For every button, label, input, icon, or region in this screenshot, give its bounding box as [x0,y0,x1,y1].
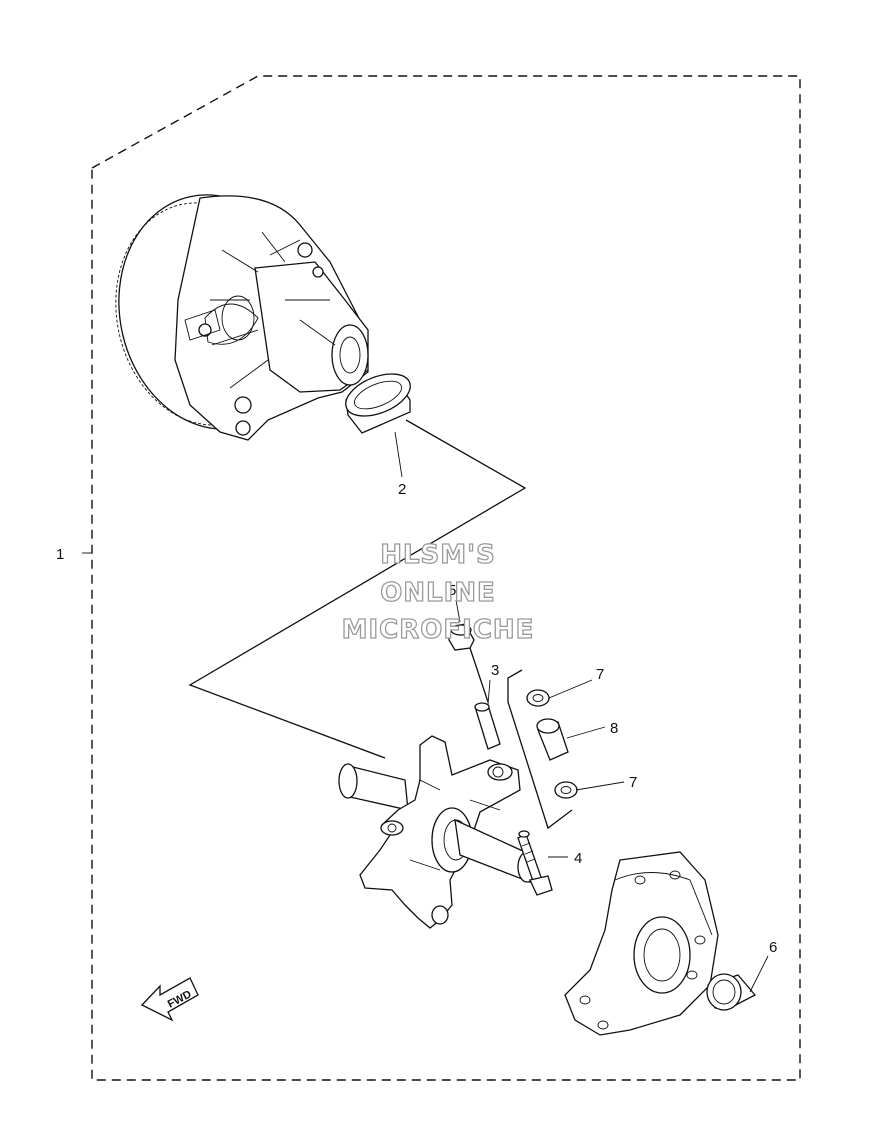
pin-part-3 [474,702,501,750]
washer-part-7-upper [526,689,550,707]
callout-3: 3 [491,662,499,679]
fwd-arrow-icon: FWD [140,977,199,1022]
callout-8: 8 [610,720,618,737]
callout-4: 4 [574,850,582,867]
bushing-part-6 [706,973,757,1011]
callout-7-upper: 7 [596,666,604,683]
callout-7-lower: 7 [629,774,637,791]
watermark: HLSM'S ONLINE MICROFICHE [341,539,535,645]
callout-2: 2 [398,481,406,498]
washer-part-7-lower [554,781,578,799]
alignment-lines [188,419,573,830]
bolt-part-4 [517,830,553,896]
watermark-line-1: HLSM'S [380,540,496,570]
assembly-boundary [91,75,801,1081]
leader-lines [82,431,769,993]
collar-part-8 [536,718,569,761]
callout-5: 5 [448,582,456,599]
spider-hub [338,735,537,929]
watermark-line-2: ONLINE [380,578,496,608]
watermark-line-3: MICROFICHE [342,615,535,645]
cover-plate [564,851,719,1036]
bushing-part-2 [345,373,411,434]
callout-1: 1 [56,546,64,563]
callout-6: 6 [769,939,777,956]
sheave-housing [115,194,369,441]
